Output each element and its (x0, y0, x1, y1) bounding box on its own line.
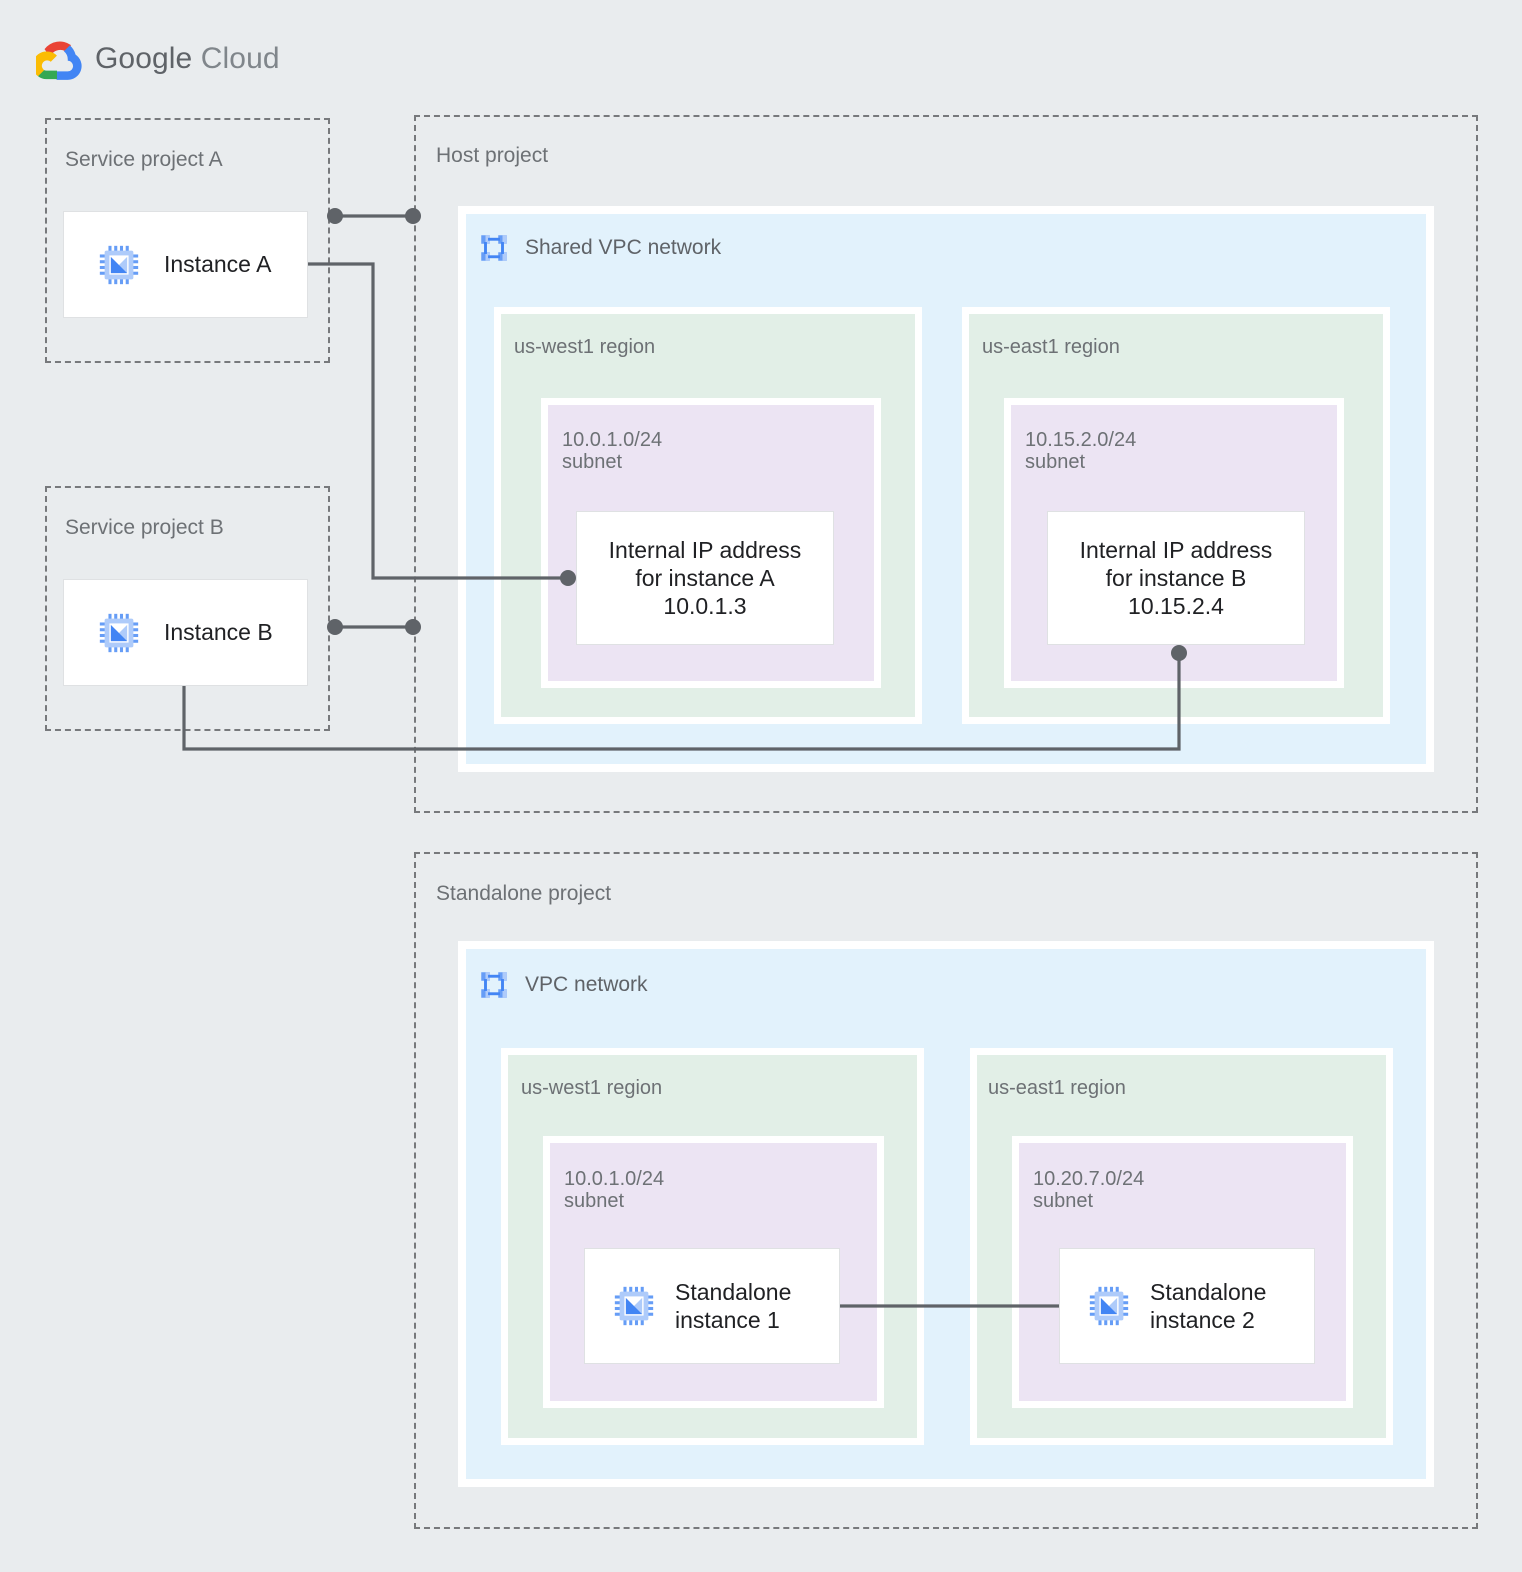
standalone-region-us-west1-label: us-west1 region (521, 1077, 663, 1099)
internal-ip-instance-a-text: Internal IP address for instance A 10.0.… (608, 536, 802, 620)
service-project-a-label: Service project A (65, 148, 223, 171)
standalone-region-us-east1-label: us-east1 region (988, 1077, 1126, 1099)
standalone-instance-2-label: Standalone instance 2 (1150, 1278, 1267, 1333)
compute-instance-icon (99, 613, 139, 652)
instance-b-label: Instance B (164, 619, 273, 646)
compute-instance-icon (1089, 1286, 1129, 1326)
standalone-instance-2-card[interactable]: Standalone instance 2 (1059, 1248, 1315, 1364)
instance-a-label: Instance A (164, 251, 272, 278)
vpc-network-header: VPC network (477, 968, 648, 1002)
compute-instance-icon (614, 1286, 654, 1326)
vpc-network-icon (481, 235, 507, 261)
vpc-network-title: VPC network (525, 973, 648, 996)
host-region-us-east1-label: us-east1 region (982, 336, 1120, 358)
service-project-b-label: Service project B (65, 516, 224, 539)
google-cloud-logo-icon (36, 41, 82, 80)
logo-word-google: Google (95, 42, 193, 75)
standalone-subnet-10-20-7-0-label: 10.20.7.0/24 subnet (1033, 1168, 1145, 1213)
host-region-us-west1-label: us-west1 region (514, 336, 656, 358)
service-project-a-container (45, 118, 330, 363)
host-subnet-10-0-1-0-label: 10.0.1.0/24 subnet (562, 429, 663, 474)
standalone-project-label: Standalone project (436, 882, 612, 905)
compute-instance-icon (99, 245, 139, 284)
vpc-network-icon (481, 972, 507, 998)
standalone-subnet-10-0-1-0-label: 10.0.1.0/24 subnet (564, 1168, 665, 1213)
host-subnet-10-15-2-0-label: 10.15.2.0/24 subnet (1025, 429, 1137, 474)
instance-a-card[interactable]: Instance A (63, 211, 308, 318)
internal-ip-instance-b-card[interactable]: Internal IP address for instance B 10.15… (1047, 511, 1305, 645)
logo-word-cloud: Cloud (200, 42, 280, 75)
logo-wordmark: Google Cloud (95, 42, 280, 76)
shared-vpc-network-title: Shared VPC network (525, 236, 722, 259)
standalone-instance-1-card[interactable]: Standalone instance 1 (584, 1248, 840, 1364)
instance-b-card[interactable]: Instance B (63, 579, 308, 686)
standalone-project-container (414, 852, 1478, 1529)
standalone-instance-1-label: Standalone instance 1 (675, 1278, 792, 1333)
internal-ip-instance-a-card[interactable]: Internal IP address for instance A 10.0.… (576, 511, 834, 645)
google-cloud-logo: Google Cloud (36, 36, 280, 82)
host-project-label: Host project (436, 144, 549, 167)
shared-vpc-network-header: Shared VPC network (477, 231, 721, 265)
internal-ip-instance-b-text: Internal IP address for instance B 10.15… (1079, 536, 1273, 620)
